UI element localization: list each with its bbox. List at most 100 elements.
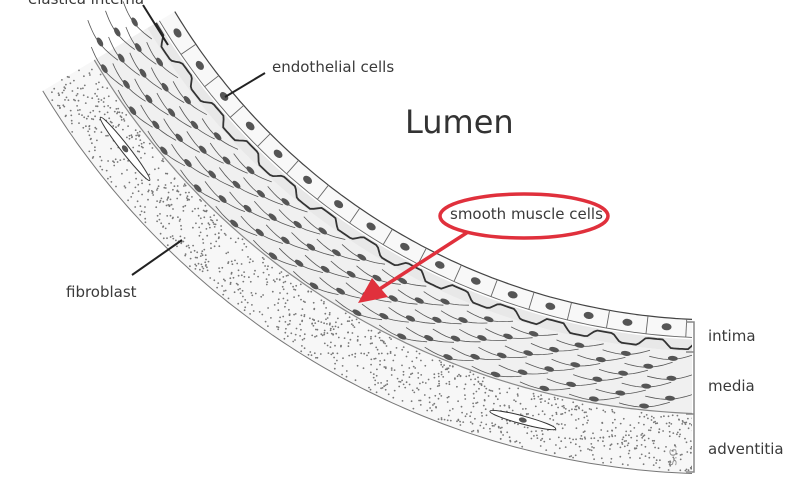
adventitia-dot [513,399,515,401]
adventitia-dot [485,387,488,390]
adventitia-dot [579,449,582,452]
muscle-cell-nucleus [574,342,585,348]
adventitia-dot [300,328,302,331]
adventitia-dot [619,422,622,425]
adventitia-dot [479,382,481,385]
adventitia-dot [148,173,151,176]
adventitia-dot [176,189,179,192]
adventitia-dot [424,382,427,384]
adventitia-dot [691,417,692,420]
adventitia-dot [354,356,356,358]
adventitia-dot [650,419,653,421]
adventitia-dot [667,461,670,463]
adventitia-dot [92,156,95,158]
muscle-cell-nucleus [230,219,239,228]
adventitia-dot [297,294,300,297]
adventitia-dot [96,88,99,91]
fibroblast-leader [131,239,183,276]
outer-border [42,90,692,474]
adventitia-dot [164,172,167,175]
adventitia-dot [658,431,660,434]
adventitia-dot [534,405,537,408]
adventitia-dot [270,317,272,319]
adventitia-dot [205,228,208,230]
adventitia-dot [392,359,395,362]
adventitia-dot [645,414,648,416]
adventitia-dot [625,434,627,437]
adventitia-dot [396,377,399,380]
muscle-cell-nucleus [122,80,130,89]
adventitia-dot [574,405,577,408]
adventitia-dot [249,258,252,260]
adventitia-dot [127,125,129,127]
muscle-cell-nucleus [336,287,346,295]
adventitia-dot [575,419,577,421]
adventitia-dot [412,407,415,410]
endothelial-cell-border [453,264,462,282]
adventitia-dot [673,458,675,460]
adventitia-dot [522,408,524,410]
adventitia-dot [544,400,546,402]
adventitia-dot [189,257,192,260]
adventitia-dot [260,295,263,298]
adventitia-dot [335,321,337,324]
adventitia-dot [415,356,418,359]
adventitia-dot [429,407,431,409]
adventitia-dot [489,430,492,433]
adventitia-dot [541,433,544,436]
adventitia-dot [514,400,517,403]
adventitia-dot [99,155,101,158]
adventitia-dot [315,356,317,359]
adventitia-dot [689,451,692,454]
adventitia-dot [662,430,664,432]
adventitia-dot [230,273,233,275]
adventitia-dot [656,422,659,425]
layer-bracket [686,321,695,473]
muscle-cell-nucleus [544,366,555,372]
adventitia-dot [323,322,325,325]
adventitia-dot [195,222,197,225]
adventitia-dot [375,346,378,349]
adventitia-dot [148,183,151,186]
adventitia-dot [374,357,377,360]
adventitia-dot [562,405,565,407]
adventitia-dot [649,429,652,432]
adventitia-dot [564,411,567,414]
adventitia-dot [201,250,204,253]
adventitia-dot [204,254,207,257]
adventitia-dot [493,402,495,405]
adventitia-dot [209,216,212,219]
adventitia-dot [254,292,257,295]
adventitia-dot [151,156,154,159]
muscle-cell-nucleus [665,395,676,401]
adventitia-dot [162,226,164,228]
adventitia-dot [59,106,61,109]
muscle-cell-nucleus [398,277,408,285]
muscle-cell-nucleus [372,274,382,282]
muscle-cell-nucleus [129,106,137,116]
adventitia-dot [192,226,194,229]
adventitia-dot [97,98,100,100]
adventitia-dot [384,366,387,368]
adventitia-dot [166,172,169,175]
adventitia-dot [140,142,143,145]
adventitia-dot [103,105,106,108]
adventitia-dot [81,114,83,116]
endothelial-cell-border [490,279,498,297]
adventitia-dot [162,200,165,203]
adventitia-dot [293,313,295,316]
adventitia-dot [349,338,352,341]
adventitia-dot [303,333,306,336]
adventitia-dot [109,120,112,123]
adventitia-dot [194,256,197,259]
adventitia-dot [574,408,576,411]
adventitia-dot [663,415,665,418]
adventitia-dot [355,318,358,321]
adventitia-dot [687,417,689,420]
adventitia-dot [580,435,583,437]
adventitia-dot [417,377,420,379]
adventitia-dot [330,353,333,356]
adventitia-dot [209,226,211,229]
adventitia-dot [87,130,89,133]
adventitia-dot [98,81,100,84]
